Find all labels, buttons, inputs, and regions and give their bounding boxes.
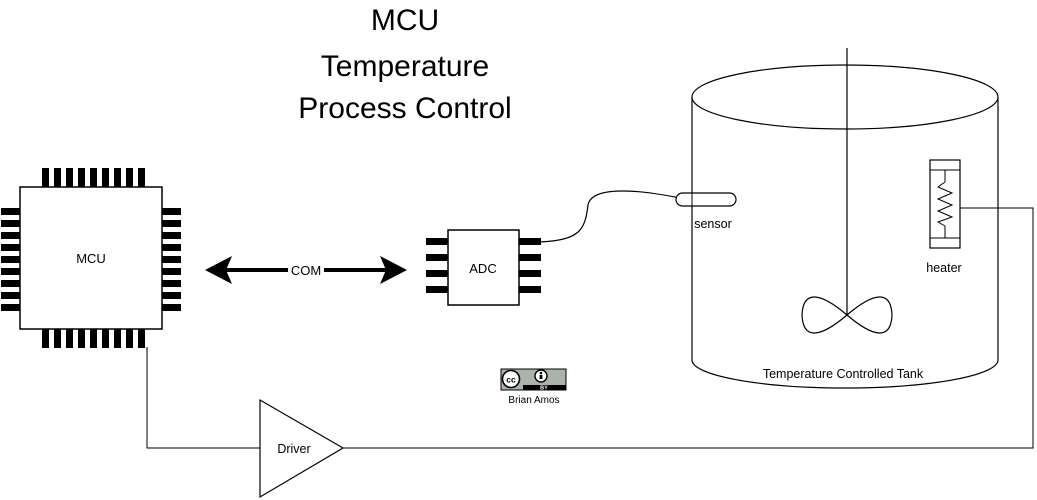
driver-triangle [259,398,345,499]
heater-label: heater [926,261,961,275]
adc-pin-left [426,254,448,261]
mcu-pin-bottom [42,329,49,348]
mcu-pin-left [1,304,20,311]
com-label-bg [288,262,324,278]
tank-body [691,97,999,389]
mcu-pin-right [162,244,181,251]
adc-pin-left [426,286,448,293]
title-line-3: Process Control [298,92,511,125]
mcu-chip: MCU [1,168,181,348]
sensor-cable [539,190,681,243]
title-line-1: MCU [371,4,439,37]
mcu-pin-left [1,208,20,215]
driver-amplifier: Driver [259,398,345,499]
mcu-pin-left [1,268,20,275]
sensor-probe: sensor [675,192,737,231]
title-line-2: Temperature [321,50,489,83]
mcu-pin-left [1,292,20,299]
mcu-pin-top [126,168,133,187]
mcu-pin-bottom [90,329,97,348]
heater-resistor-icon [936,181,954,227]
mcu-pin-right [162,232,181,239]
sensor-body [675,192,737,207]
heater-wire [343,207,1034,449]
tank-label: Temperature Controlled Tank [763,367,924,381]
diagram-title: MCU Temperature Process Control [298,4,511,125]
mcu-pin-bottom [66,329,73,348]
mcu-pin-right [162,292,181,299]
mcu-pin-left [1,280,20,287]
adc-pin-right [519,238,541,245]
adc-pin-right [519,254,541,261]
mcu-pin-top [54,168,61,187]
mcu-pin-right [162,304,181,311]
adc-pin-right [519,286,541,293]
mcu-pin-top [90,168,97,187]
mcu-pin-top [78,168,85,187]
cc-icon-text: cc [506,375,516,385]
temperature-tank: Temperature Controlled Tank [691,64,999,389]
mcu-pin-bottom [102,329,109,348]
adc-pin-left [426,270,448,277]
mcu-body [19,186,163,330]
mcu-pin-bottom [54,329,61,348]
sensor-label: sensor [694,217,732,231]
adc-chip: ADC [426,229,541,306]
adc-pin-right [519,270,541,277]
mcu-driver-wire [146,347,260,449]
adc-pin-left [426,238,448,245]
cc-license-badge: cc BY Brian Amos [500,368,567,406]
stirrer [801,48,893,334]
mcu-pin-bottom [126,329,133,348]
heater: heater [926,159,962,275]
cc-icon [501,369,521,389]
stirrer-blade-right [846,296,893,334]
mcu-label: MCU [76,251,106,266]
com-arrow-left [205,256,232,284]
tank-top [691,64,999,130]
by-label: BY [540,386,548,392]
author-label: Brian Amos [508,395,559,406]
com-arrow-right [380,256,407,284]
adc-label: ADC [469,261,496,276]
mcu-pin-right [162,208,181,215]
mcu-pin-top [114,168,121,187]
mcu-pin-right [162,220,181,227]
mcu-pin-top [42,168,49,187]
mcu-pin-left [1,244,20,251]
mcu-pin-top [138,168,145,187]
com-label: COM [291,263,321,278]
mcu-pin-right [162,280,181,287]
mcu-pin-left [1,232,20,239]
mcu-pin-left [1,256,20,263]
mcu-pins [1,168,181,348]
adc-pins [426,238,541,293]
driver-label: Driver [277,442,310,456]
mcu-pin-right [162,256,181,263]
mcu-pin-bottom [138,329,145,348]
adc-body [447,229,520,306]
com-link: COM [205,256,407,284]
mcu-pin-bottom [114,329,121,348]
stirrer-blade-left [801,296,848,334]
mcu-pin-top [102,168,109,187]
mcu-pin-left [1,220,20,227]
mcu-pin-bottom [78,329,85,348]
mcu-pin-right [162,268,181,275]
mcu-pin-top [66,168,73,187]
